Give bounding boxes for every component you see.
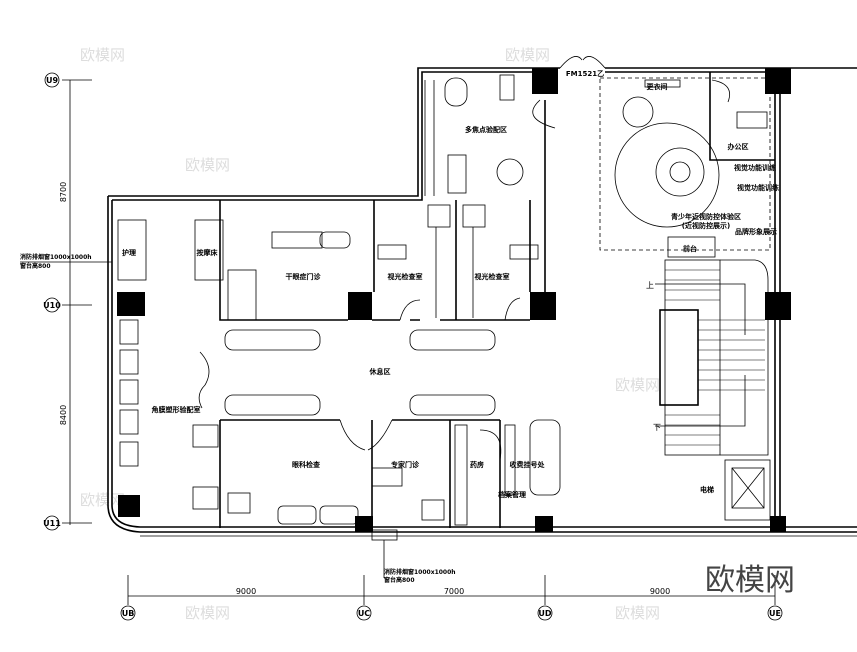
label-rest-area: 休息区	[369, 367, 391, 376]
dimension-8700: 8700	[59, 182, 68, 202]
interior-walls	[219, 72, 775, 528]
label-visual-training-2: 视觉功能训练	[737, 183, 779, 192]
label-optometry-2: 视光检查室	[475, 272, 510, 281]
svg-text:欧模网: 欧模网	[185, 604, 230, 622]
label-archives: 档案管理	[497, 490, 526, 499]
label-changing: 更衣间	[647, 82, 668, 91]
label-office: 办公区	[728, 142, 749, 151]
svg-text:UC: UC	[358, 609, 370, 618]
round-table	[496, 158, 524, 186]
reception-counter	[529, 419, 561, 496]
staircase: 上 下	[646, 259, 769, 456]
svg-text:7000: 7000	[444, 587, 464, 596]
elevator	[724, 459, 771, 521]
bed	[117, 219, 147, 281]
label-multifocal: 多焦点验配区	[465, 125, 507, 134]
axis-bubble-ue	[767, 605, 783, 621]
label-dry-eye: 干眼症门诊	[286, 272, 322, 281]
svg-text:U10: U10	[43, 301, 61, 310]
svg-text:欧模网: 欧模网	[80, 46, 125, 64]
svg-text:UE: UE	[769, 609, 781, 618]
doors	[198, 79, 731, 461]
svg-text:消防排烟窗1000x1000h: 消防排烟窗1000x1000h	[384, 568, 456, 576]
window-notes: 消防排烟窗1000x1000h 窗台高800 消防排烟窗1000x1000h 窗…	[20, 253, 456, 584]
label-nursing: 护理	[122, 248, 136, 257]
svg-text:窗台高800: 窗台高800	[20, 262, 51, 270]
exam-chair	[462, 204, 486, 228]
label-visual-training-1: 视觉功能训练	[734, 163, 776, 172]
background-watermarks: 欧模网 欧模网 欧模网 欧模网 欧模网 欧模网 欧模网	[80, 46, 660, 622]
svg-text:欧模网: 欧模网	[615, 376, 660, 394]
label-massage-bed: 按摩床	[197, 248, 219, 257]
svg-text:欧模网: 欧模网	[615, 604, 660, 622]
exam-chair	[427, 204, 451, 228]
axis-bubble-uc	[356, 605, 372, 621]
sofa	[224, 329, 321, 351]
furniture	[117, 74, 768, 526]
axis-bubble-u10	[44, 297, 60, 313]
label-products: 品牌形象展示	[735, 227, 777, 236]
sofa	[224, 394, 321, 416]
round-seating	[614, 122, 720, 228]
label-pharmacy: 药房	[470, 460, 484, 469]
svg-text:窗台高800: 窗台高800	[384, 576, 415, 584]
svg-text:UD: UD	[538, 609, 551, 618]
label-registration: 收费挂号处	[510, 460, 546, 469]
svg-text:U9: U9	[46, 76, 58, 85]
svg-text:9000: 9000	[236, 587, 256, 596]
youth-area-boundary	[599, 77, 771, 251]
horizontal-dimension: 9000 7000 9000 UB UC UD UE	[120, 575, 783, 621]
massage-bed	[194, 219, 224, 281]
svg-text:消防排烟窗1000x1000h: 消防排烟窗1000x1000h	[20, 253, 92, 261]
label-door-code: FM1521乙	[566, 70, 604, 78]
dimension-8400: 8400	[59, 405, 68, 425]
vertical-dimension: 8700 8400 U9 U10 U11	[43, 72, 92, 531]
watermark-logo: 欧模网	[705, 563, 795, 598]
axis-bubble-ud	[537, 605, 553, 621]
svg-text:9000: 9000	[650, 587, 670, 596]
svg-text:欧模网: 欧模网	[80, 491, 125, 509]
sofa	[409, 394, 496, 416]
label-youth-area-sub: (近视防控展示)	[682, 221, 730, 230]
svg-text:欧模网: 欧模网	[185, 156, 230, 174]
label-front-desk: 前台	[683, 244, 697, 253]
axis-bubble-ub	[120, 605, 136, 621]
label-ortho-k: 角膜塑形验配室	[152, 405, 201, 414]
label-ophthalmic: 眼科检查	[292, 460, 321, 469]
svg-text:UB: UB	[122, 609, 135, 618]
label-elevator: 电梯	[700, 485, 714, 494]
front-desk	[667, 236, 716, 258]
label-optometry-1: 视光检查室	[388, 272, 423, 281]
stair-down-label: 下	[653, 423, 661, 432]
sofa	[409, 329, 496, 351]
svg-text:U11: U11	[43, 519, 61, 528]
svg-text:欧模网: 欧模网	[505, 46, 550, 64]
stair-up-label: 上	[646, 281, 654, 290]
axis-bubble-u11	[44, 515, 60, 531]
label-expert: 专家门诊	[391, 460, 420, 469]
structural-columns	[117, 68, 791, 532]
axis-bubble-u9	[44, 72, 60, 88]
label-youth-area: 青少年近视防控体验区	[671, 212, 741, 221]
room-labels: 护理 按摩床 多焦点验配区 FM1521乙 更衣间 办公区 视觉功能训练 视觉功…	[122, 70, 779, 499]
